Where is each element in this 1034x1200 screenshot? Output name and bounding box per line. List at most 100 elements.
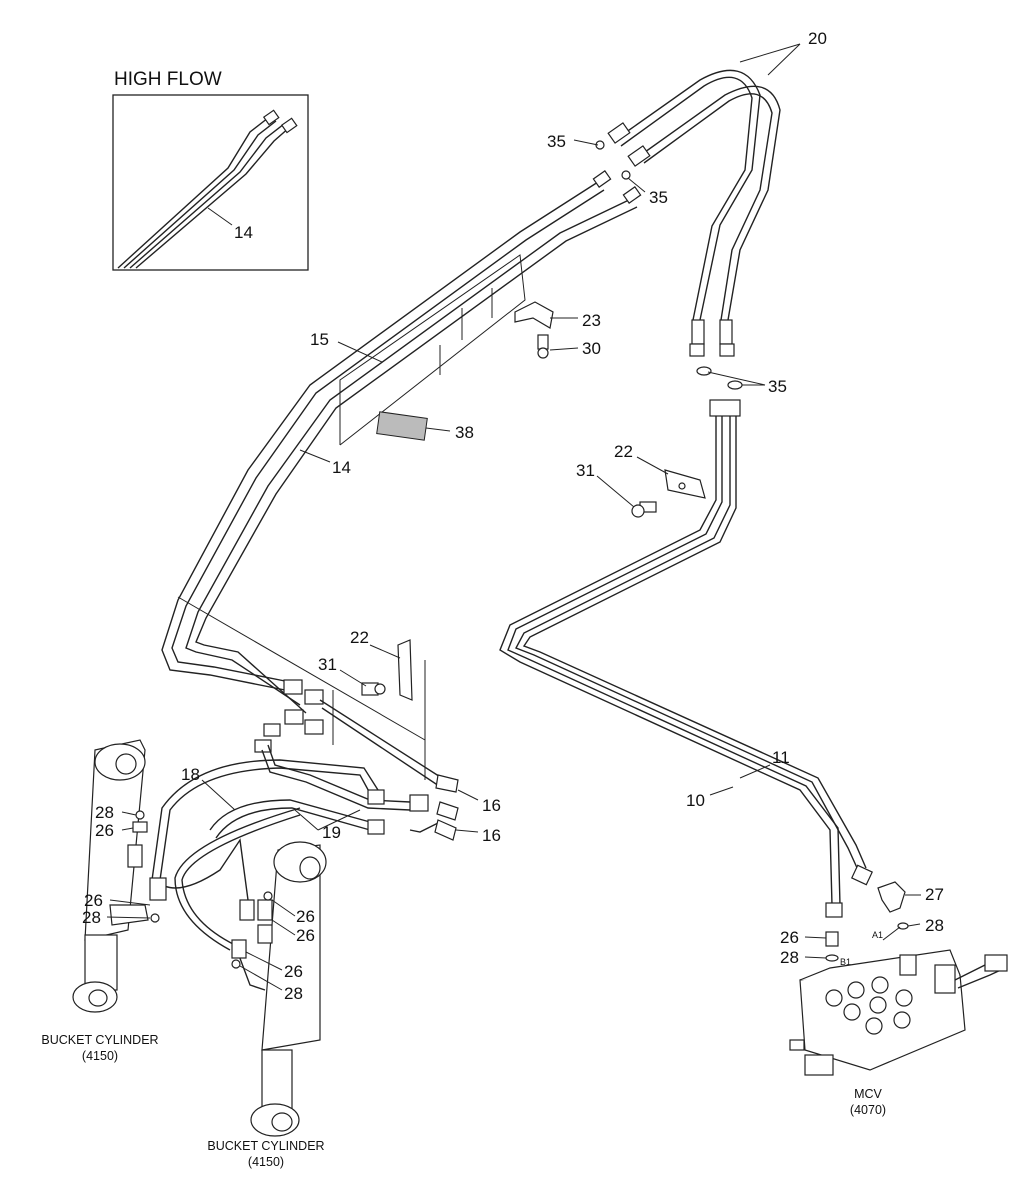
- callout-28-f: 28: [284, 984, 303, 1003]
- leader-28-b: [106, 916, 151, 919]
- a1-leader: [882, 926, 901, 941]
- captions: BUCKET CYLINDER (4150) BUCKET CYLINDER (…: [41, 1033, 886, 1169]
- caption-bucket-cylinder-bottom: BUCKET CYLINDER: [207, 1139, 324, 1153]
- mcv-port-b1: [825, 989, 843, 1007]
- junction-fitting-5: [263, 723, 281, 737]
- callout-35-b: 35: [649, 188, 668, 207]
- cylinder-right-port-fitting-1: [239, 899, 255, 921]
- leader-28-e: [271, 899, 296, 917]
- leader-26-b: [109, 899, 151, 906]
- leader-16-b: [455, 829, 479, 833]
- leader-28-a: [121, 811, 137, 816]
- hose-14-end-fitting: [622, 186, 642, 204]
- leader-26-d: [271, 919, 296, 936]
- junction-fitting-2: [304, 689, 324, 705]
- cylinder-right-port-fitting-3: [231, 939, 247, 959]
- bracket-22-right-assembly: [631, 469, 706, 518]
- mcv-port-5: [869, 996, 887, 1014]
- leader-20-b: [767, 43, 801, 76]
- hoses-14-15: [161, 170, 642, 714]
- caption-bucket-cylinder-left-code: (4150): [82, 1049, 118, 1063]
- leader-20-a: [739, 43, 801, 63]
- callout-26-c: 26: [780, 928, 799, 947]
- caption-mcv: MCV: [854, 1087, 882, 1101]
- hose-20-nut-b: [719, 343, 735, 357]
- callout-28-d: 28: [780, 948, 799, 967]
- cylinder-left-adapter-26-top: [132, 821, 148, 833]
- callout-20: 20: [808, 29, 827, 48]
- leader-15: [337, 341, 383, 363]
- cylinder-right-port-fitting-2: [257, 899, 273, 921]
- callout-26-b: 26: [84, 891, 103, 910]
- hose-11-bottom-fitting: [850, 864, 874, 886]
- caption-bucket-cylinder-bottom-code: (4150): [248, 1155, 284, 1169]
- bracket-23: [514, 301, 554, 329]
- inset-fitting-1: [262, 109, 280, 126]
- leader-28-f: [239, 965, 283, 991]
- hose-20-fitting-bottom-b: [719, 319, 733, 345]
- cylinder-left-eye-hole: [115, 753, 137, 775]
- leader-22-left: [369, 644, 401, 659]
- hose-19-fitting: [367, 819, 385, 835]
- tube-16-b2: [261, 749, 411, 811]
- inset-hose-4: [135, 126, 291, 269]
- cylinder-right-o-ring-28-bottom: [231, 959, 241, 969]
- callout-16-a: 16: [482, 796, 501, 815]
- callout-26-a: 26: [95, 821, 114, 840]
- hose-15-end-fitting: [592, 170, 612, 188]
- hose-20-a2: [620, 76, 753, 321]
- callout-26-e: 26: [284, 962, 303, 981]
- callout-28-e: 26: [296, 907, 315, 926]
- mcv-port-7: [865, 1017, 883, 1035]
- bracket-22-left-assembly: [177, 596, 426, 780]
- mcv-connector: [984, 954, 1008, 972]
- bracket-22-right: [664, 469, 706, 499]
- port-label-b1: B1: [840, 957, 851, 967]
- leader-lines: [106, 43, 921, 991]
- hose-15-inner: [171, 189, 605, 683]
- tube-16-b-end: [436, 801, 459, 821]
- callout-35-a: 35: [547, 132, 566, 151]
- hose-guard-plate: [339, 254, 526, 446]
- leader-10: [709, 786, 734, 796]
- cylinder-left-rod-hole: [88, 989, 108, 1007]
- leader-35-a: [573, 139, 599, 146]
- bolt-31-right-head: [631, 504, 645, 518]
- mcv-o-ring-28-a1: [897, 922, 909, 930]
- leader-19-a: [294, 809, 319, 831]
- junction-fitting-4: [304, 719, 324, 735]
- hose-18-b: [151, 759, 379, 881]
- mcv-port-a1: [871, 976, 889, 994]
- mcv-solenoid-1: [899, 954, 917, 976]
- bracket-22-left: [397, 639, 413, 701]
- leader-28-c: [907, 923, 921, 927]
- callout-22-right: 22: [614, 442, 633, 461]
- hose-10-inner: [507, 410, 841, 906]
- mcv-lever-pin: [789, 1039, 805, 1051]
- hose-20-nut-a: [689, 343, 705, 357]
- bucket-cylinder-left: [72, 739, 167, 1013]
- callout-23: 23: [582, 311, 601, 330]
- hoses-10-11: [499, 399, 874, 918]
- hose-20-fitting-top-a: [607, 122, 631, 144]
- hose-18-a: [159, 767, 373, 881]
- hoses-16-18-19: [151, 679, 459, 991]
- callout-27: 27: [925, 885, 944, 904]
- mcv-top-edge: [799, 949, 961, 981]
- leader-28-d: [804, 956, 827, 959]
- leader-31-right: [596, 475, 635, 508]
- o-ring-35-c: [696, 366, 712, 376]
- inset-hose-1: [117, 117, 269, 269]
- leader-18: [201, 779, 236, 811]
- guard-pad-38: [376, 411, 428, 441]
- leader-38: [425, 427, 451, 432]
- hose-cross-a: [155, 838, 249, 901]
- cylinder-left-rod: [84, 934, 118, 991]
- inset-hose-2: [123, 120, 277, 269]
- cylinder-right-rod: [261, 1049, 293, 1111]
- hose-19-a: [209, 799, 371, 831]
- leader-14: [299, 449, 331, 463]
- hose-14-outer: [185, 198, 632, 706]
- inset-fitting-2: [280, 117, 298, 134]
- tube-16-a2: [321, 707, 443, 789]
